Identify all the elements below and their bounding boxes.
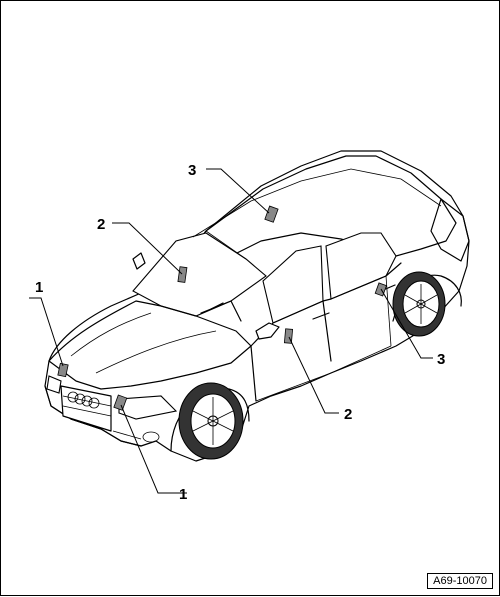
- front-wheel: [178, 382, 244, 460]
- callout-label-top: 3: [188, 162, 196, 179]
- leader-lines: [29, 168, 433, 494]
- callout-label-right-front: 1: [179, 486, 187, 503]
- part-roof: [264, 205, 279, 223]
- marked-parts: [57, 205, 387, 411]
- right-headlight: [118, 395, 178, 420]
- part-left-front: [57, 362, 69, 378]
- callout-label-right-rear: 3: [437, 351, 445, 368]
- front-side-window: [262, 245, 324, 324]
- left-mirror: [132, 252, 146, 270]
- part-right-front: [113, 394, 128, 411]
- left-headlight: [46, 375, 62, 394]
- part-windshield: [177, 266, 188, 283]
- side-mirror: [255, 322, 280, 340]
- grille: [60, 385, 112, 432]
- figure-code: A69-10070: [427, 573, 493, 589]
- callout-label-left-front: 1: [35, 279, 43, 296]
- logo-rings: [67, 391, 100, 409]
- callout-label-left-mid: 2: [97, 216, 105, 233]
- callout-label-right-mid: 2: [344, 406, 352, 423]
- rear-wheel: [392, 271, 446, 337]
- car-body: [44, 150, 470, 462]
